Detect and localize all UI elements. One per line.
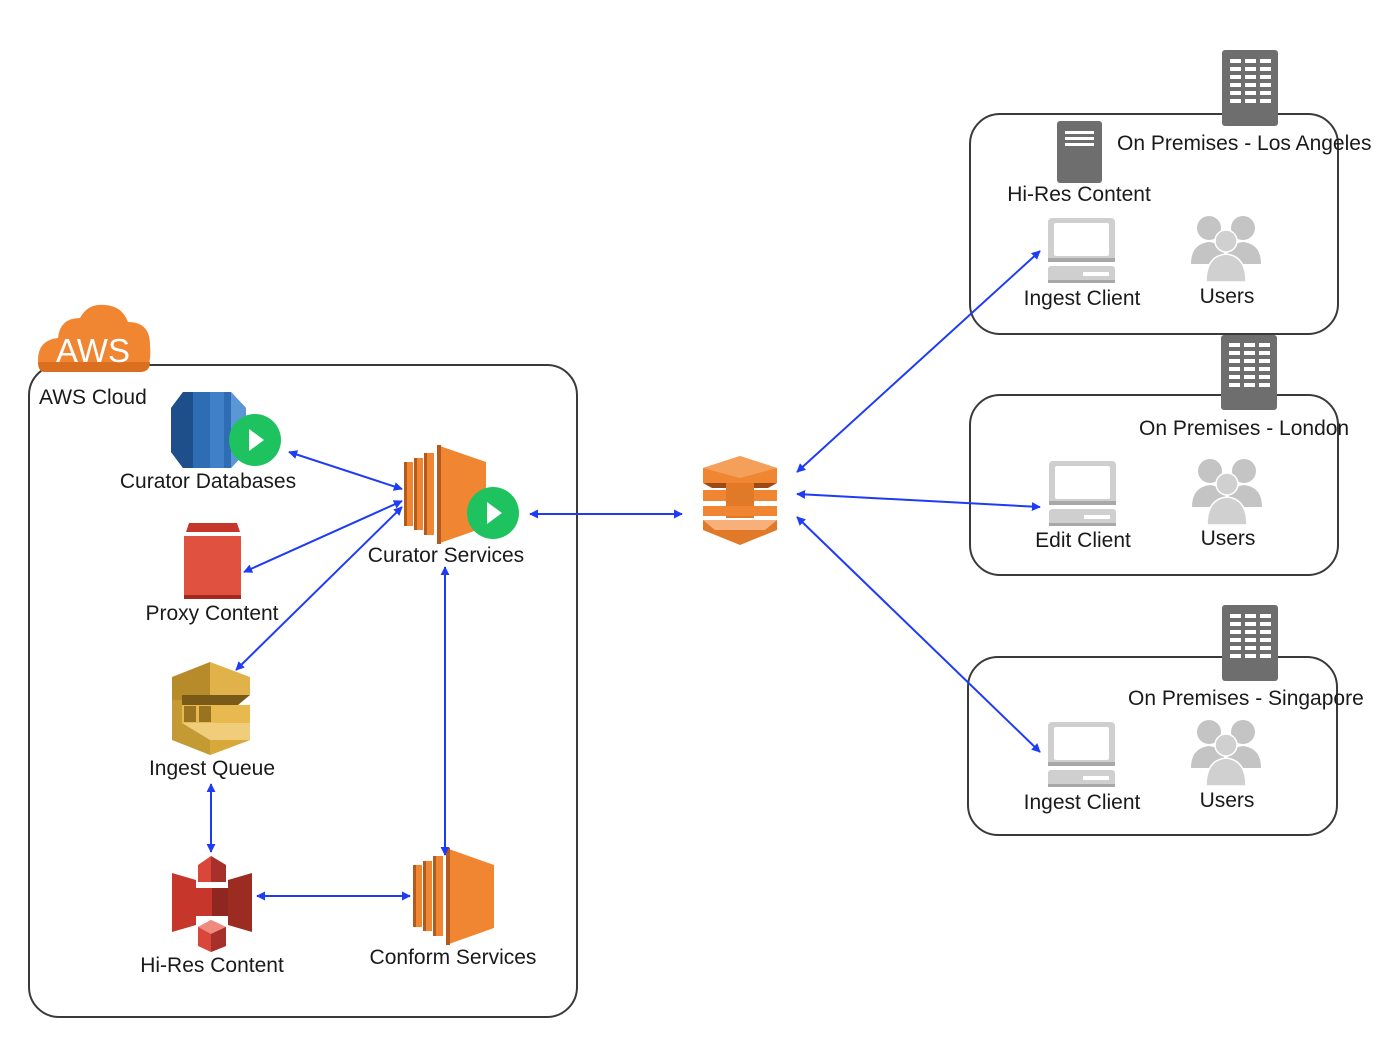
ingest-queue-label: Ingest Queue [149, 757, 275, 780]
hi-res-content-label: Hi-Res Content [140, 954, 284, 977]
storage-bucket-icon [184, 523, 241, 599]
storage-label: Hi-Res Content [1007, 183, 1151, 206]
desktop-client-icon [1048, 218, 1115, 283]
site-label: On Premises - London [1139, 417, 1349, 440]
ingest-client-node[interactable]: Ingest Client [1024, 722, 1141, 814]
users-label: Users [1200, 285, 1255, 308]
edit-client-node[interactable]: Edit Client [1035, 461, 1131, 552]
client-label: Ingest Client [1024, 287, 1141, 310]
office-building-icon [1222, 50, 1278, 126]
desktop-client-icon [1049, 461, 1116, 526]
building-windows [1230, 614, 1271, 658]
aws-cloud-group: AWS AWS Cloud [28, 304, 578, 1018]
queue-icon [172, 662, 250, 755]
users-label: Users [1200, 789, 1255, 812]
connector-gateway-london[interactable] [796, 489, 1041, 512]
aws-cloud-frame [28, 364, 578, 1018]
aws-badge-text: AWS [56, 332, 130, 369]
direct-connect-icon [703, 456, 777, 545]
users-label: Users [1201, 527, 1256, 550]
ingest-client-node[interactable]: Ingest Client [1024, 218, 1141, 310]
ingest-queue-node[interactable]: Ingest Queue [149, 662, 275, 780]
server-icon [1057, 121, 1102, 183]
client-label: Ingest Client [1024, 791, 1141, 814]
client-label: Edit Client [1035, 529, 1131, 552]
s3-bucket-icon [172, 856, 252, 952]
storage-server-node[interactable]: Hi-Res Content [1007, 121, 1151, 206]
proxy-content-node[interactable]: Proxy Content [145, 523, 279, 625]
play-badge-icon [467, 487, 519, 539]
connector-services-queue[interactable] [235, 506, 403, 671]
gateway-node[interactable] [703, 456, 777, 545]
hi-res-content-node[interactable]: Hi-Res Content [140, 856, 284, 977]
connector-gateway-singapore[interactable] [796, 516, 1041, 753]
users-group-icon [1191, 720, 1261, 787]
curator-services-node[interactable]: Curator Services [368, 445, 524, 567]
building-windows [1230, 59, 1271, 103]
site-london: On Premises - London Edit Client User [969, 335, 1349, 576]
users-node[interactable]: Users [1191, 720, 1261, 812]
curator-services-label: Curator Services [368, 544, 524, 567]
site-frame [969, 113, 1339, 335]
users-group-icon [1192, 459, 1262, 526]
conform-services-node[interactable]: Conform Services [370, 848, 537, 969]
site-label: On Premises - Singapore [1128, 687, 1364, 710]
site-label: On Premises - Los Angeles [1117, 132, 1371, 155]
building-windows [1229, 343, 1270, 387]
site-los-angeles: On Premises - Los Angeles Hi-Res Content… [969, 50, 1371, 335]
connectors [206, 250, 1041, 901]
users-node[interactable]: Users [1192, 459, 1262, 550]
users-group-icon [1191, 216, 1261, 283]
users-node[interactable]: Users [1191, 216, 1261, 308]
aws-cloud-label: AWS Cloud [39, 386, 147, 409]
conform-services-label: Conform Services [370, 946, 537, 969]
connector-databases-services[interactable] [288, 450, 403, 491]
ec2-instances-icon [413, 848, 494, 945]
play-badge-icon [229, 414, 281, 466]
site-frame [969, 394, 1339, 576]
proxy-content-label: Proxy Content [145, 602, 278, 625]
office-building-icon [1221, 335, 1277, 410]
curator-databases-label: Curator Databases [120, 470, 296, 493]
connector-gateway-la[interactable] [796, 250, 1041, 473]
site-singapore: On Premises - Singapore Ingest Client [967, 605, 1364, 836]
aws-cloud-icon: AWS [38, 304, 151, 372]
curator-databases-node[interactable]: Curator Databases [120, 392, 296, 493]
desktop-client-icon [1048, 722, 1115, 787]
office-building-icon [1222, 605, 1278, 681]
